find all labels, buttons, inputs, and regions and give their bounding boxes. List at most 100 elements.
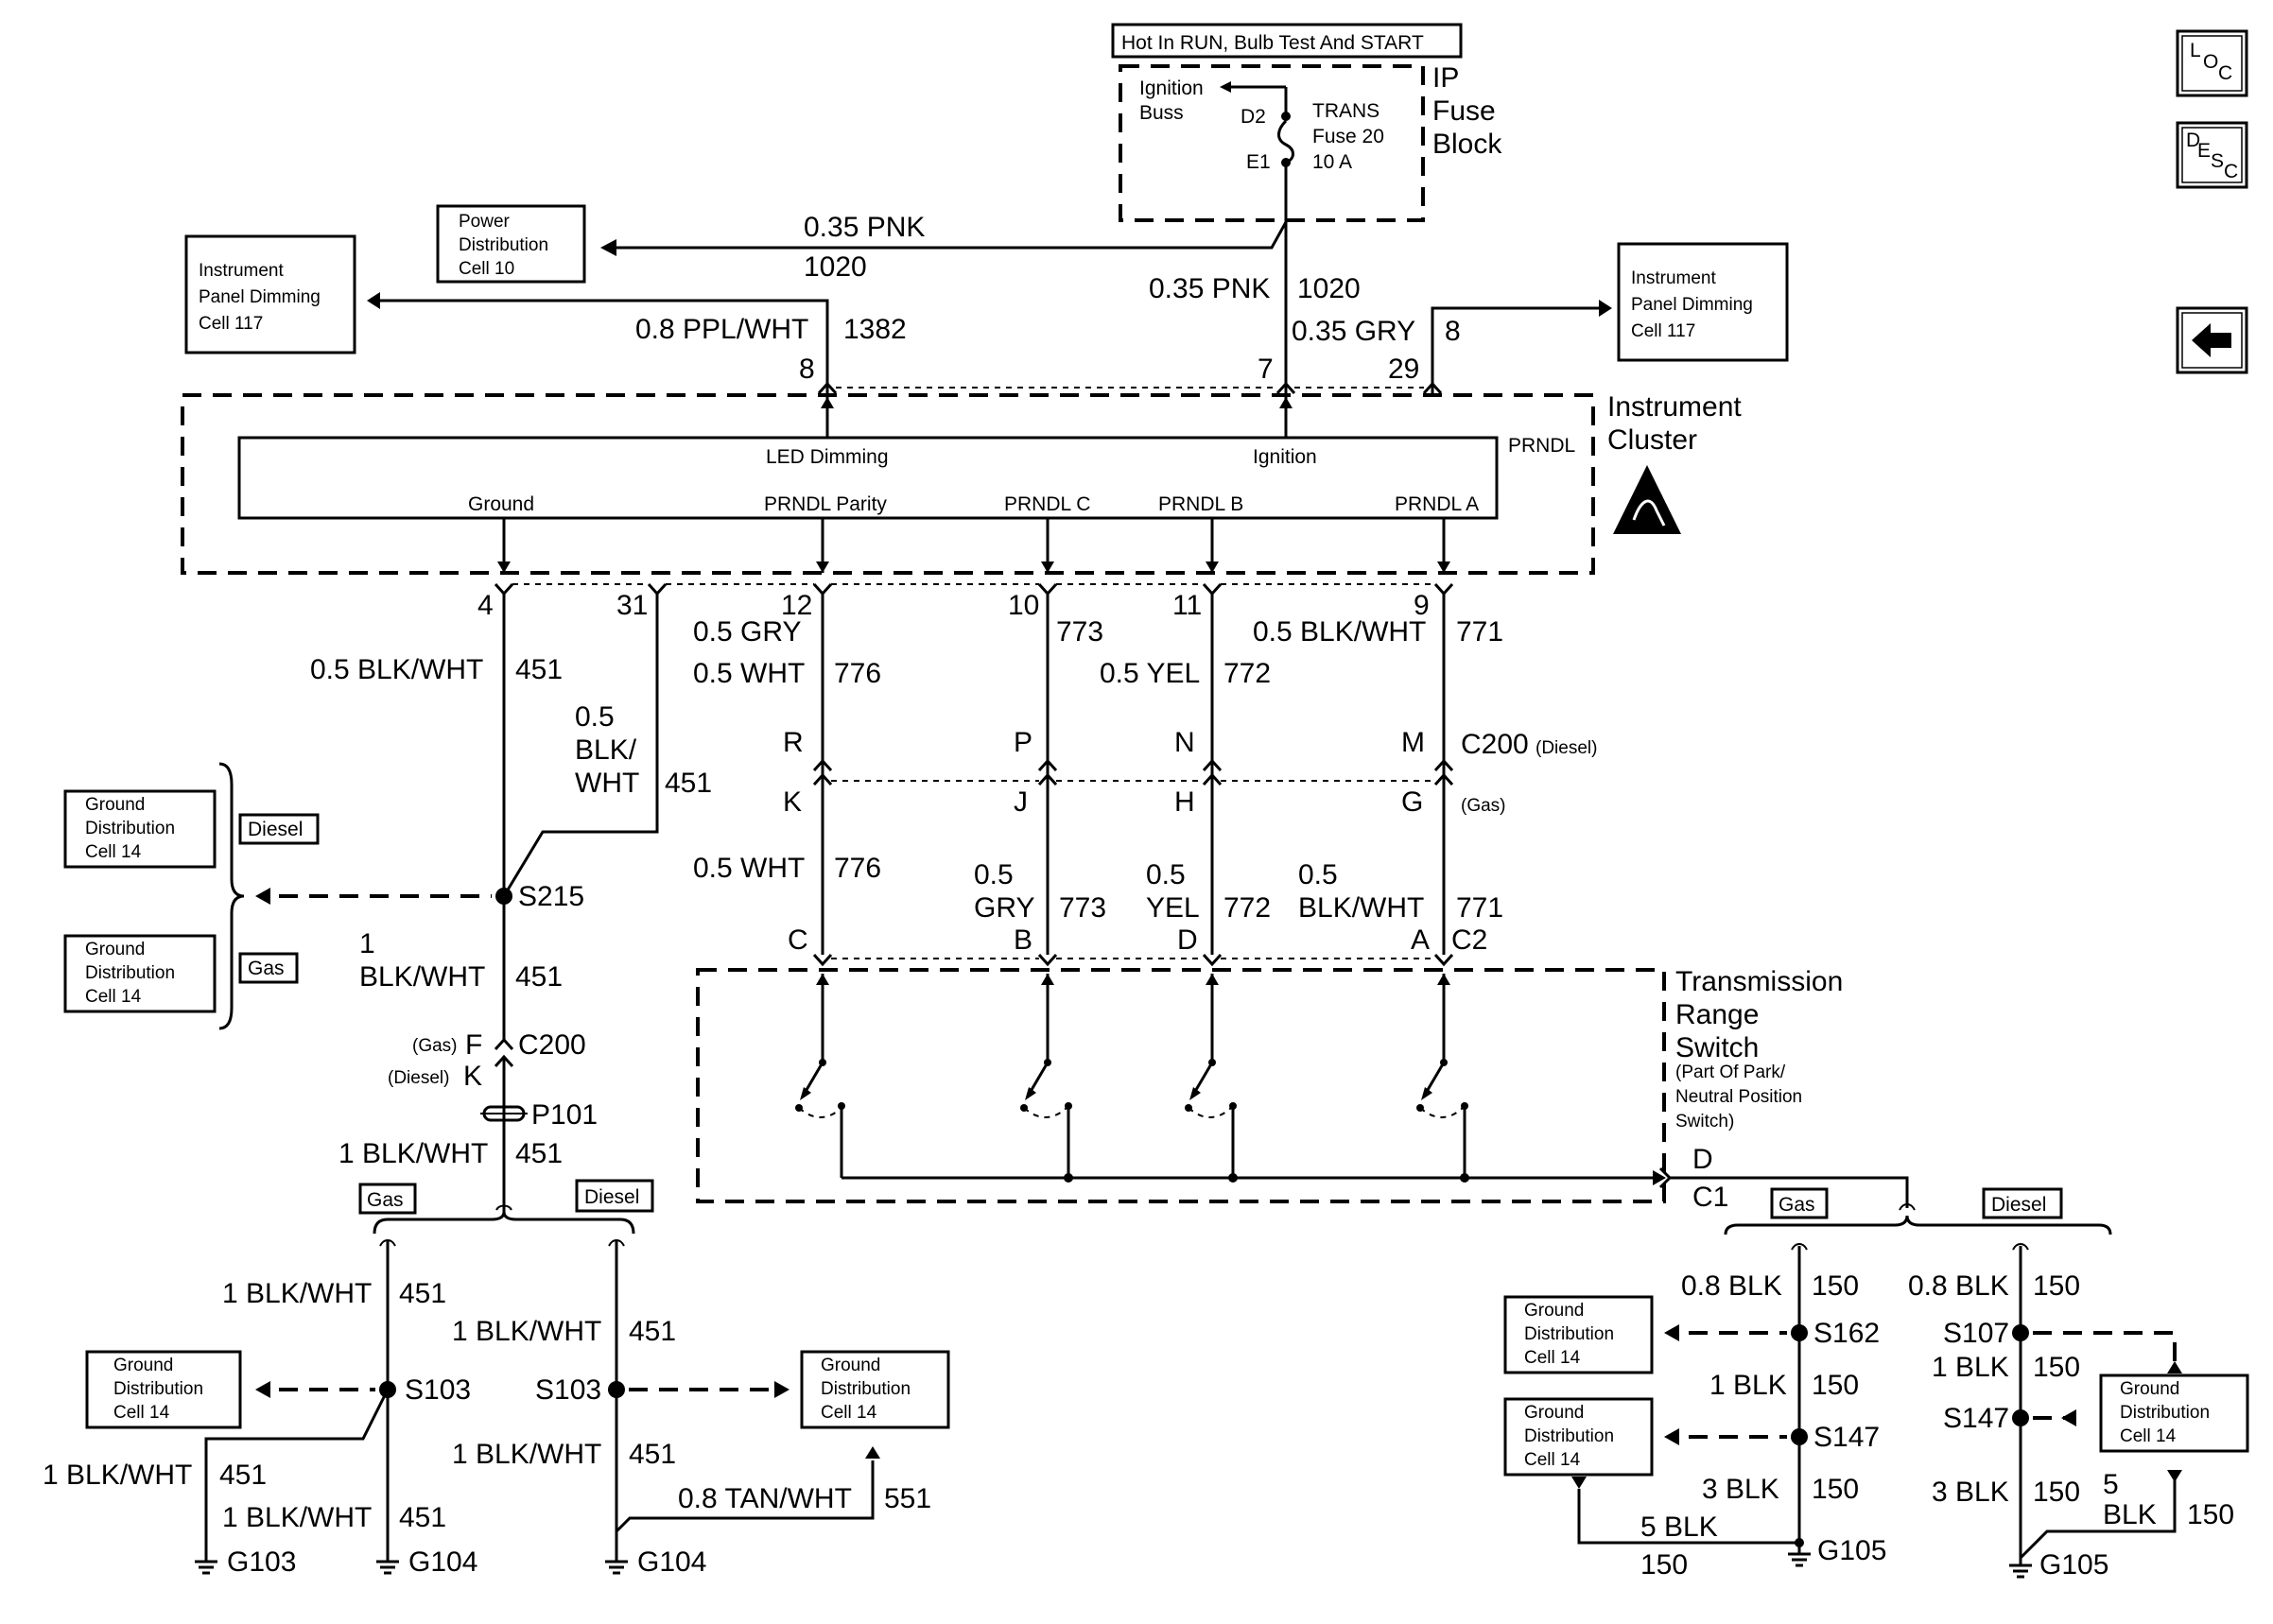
ref-ground-dist-s103-diesel[interactable] bbox=[800, 1350, 950, 1429]
fuse-block-title-3: Block bbox=[1432, 129, 1502, 160]
splice-s107-dot bbox=[2012, 1324, 2029, 1341]
pin-31-connector-icon bbox=[647, 582, 668, 596]
c200-gas-pin-h: H bbox=[1174, 786, 1195, 818]
ref-power-distribution-l1: Power bbox=[459, 212, 511, 232]
ref-ip-dimming-right-l2: Panel Dimming bbox=[1631, 295, 1753, 315]
pin-4-connector-icon bbox=[494, 582, 514, 596]
ref-ip-dimming-right-l3: Cell 117 bbox=[1631, 321, 1695, 341]
ref-ip-dimming-left[interactable] bbox=[184, 234, 356, 354]
s103-gas-ref-arrow-icon bbox=[255, 1381, 270, 1398]
cluster-pin-7: 7 bbox=[1258, 354, 1274, 385]
splice-s107: S107 bbox=[1943, 1318, 2009, 1349]
c200-gas-pin-g: G bbox=[1401, 786, 1423, 818]
wire-ppl-1382 bbox=[380, 299, 829, 395]
s147-gas-ref-arrow-icon bbox=[1664, 1428, 1679, 1445]
diesel-150-break bbox=[2012, 1243, 2029, 1251]
led-dimming-label: LED Dimming bbox=[766, 446, 889, 468]
wire-451-c-circuit: 451 bbox=[515, 961, 563, 993]
splice-s162: S162 bbox=[1813, 1318, 1880, 1349]
splice-s147-diesel-dot bbox=[2012, 1409, 2029, 1426]
bus-node-3 bbox=[1460, 1173, 1469, 1183]
ignition-buss-label-1: Ignition bbox=[1139, 78, 1204, 99]
wire-r-gas4-gauge: 5 BLK bbox=[1640, 1512, 1718, 1543]
fuse-block-title-1: IP bbox=[1432, 62, 1459, 94]
ref-ground-dist-s162[interactable] bbox=[1503, 1295, 1654, 1374]
wire-gry773-b-l2: GRY bbox=[974, 892, 1034, 924]
c2-pin-b: B bbox=[1014, 924, 1032, 956]
loc-button[interactable]: L O C bbox=[2176, 29, 2248, 97]
wire-451-b-l2: BLK/ bbox=[575, 734, 637, 766]
c2-connector-icons bbox=[812, 953, 1454, 967]
ground-g105-gas: G105 bbox=[1817, 1535, 1886, 1566]
wire-ppl-circuit: 1382 bbox=[843, 314, 907, 345]
fuse-name-3: 10 A bbox=[1312, 151, 1352, 173]
wire-r-dsl3-circuit: 150 bbox=[2033, 1477, 2080, 1508]
splice-s103-diesel-dot bbox=[608, 1381, 625, 1398]
wire-r-dsl1-gauge: 0.8 BLK bbox=[1908, 1270, 2009, 1302]
c200-diesel-pin-p: P bbox=[1014, 727, 1032, 758]
switch-out-arrow-icon bbox=[1653, 1170, 1666, 1185]
wire-yel772-b-l2: YEL bbox=[1146, 892, 1200, 924]
splice-s103-diesel: S103 bbox=[535, 1374, 601, 1406]
output-prndl-a-label: PRNDL A bbox=[1395, 493, 1479, 515]
ref-ground-dist-s103-diesel-l3: Cell 14 bbox=[821, 1403, 877, 1423]
desc-button[interactable]: D E S C bbox=[2176, 121, 2248, 189]
wire-gry773-b-circuit: 773 bbox=[1059, 892, 1106, 924]
wire-150-break bbox=[1899, 1203, 1916, 1211]
splice-s147-gas: S147 bbox=[1813, 1422, 1880, 1453]
ref-ground-dist-s147-diesel-l3: Cell 14 bbox=[2120, 1426, 2177, 1446]
splice-s215-dot bbox=[495, 888, 512, 905]
wire-gry-dim-gauge: 0.35 GRY bbox=[1292, 316, 1415, 347]
ref-ground-dist-s147-gas[interactable] bbox=[1503, 1397, 1654, 1477]
ref-ground-dist-diesel-l2: Distribution bbox=[85, 819, 175, 838]
buss-arrow-icon bbox=[1220, 81, 1231, 93]
wire-451-c-l1: 1 bbox=[359, 928, 375, 959]
ref-ground-dist-s103-gas[interactable] bbox=[85, 1350, 242, 1429]
s107-ref-arrow-icon bbox=[2167, 1361, 2182, 1373]
s107-ref-link bbox=[2033, 1331, 2177, 1366]
switch-title-2: Range bbox=[1675, 999, 1759, 1030]
ref-ground-dist-s147-diesel[interactable] bbox=[2099, 1373, 2249, 1453]
wire-blk771-b-l1: 0.5 bbox=[1298, 859, 1338, 890]
wire-451-pin31 bbox=[502, 594, 659, 897]
wire-blk771-a-gauge: 0.5 BLK/WHT bbox=[1253, 616, 1426, 648]
wire-yel772-a-circuit: 772 bbox=[1223, 658, 1271, 689]
c200-ground-name: C200 bbox=[518, 1029, 586, 1061]
ref-ip-dimming-right[interactable] bbox=[1617, 242, 1789, 362]
wire-wht776-a-circuit: 776 bbox=[834, 658, 881, 689]
wire-r-gas1-gauge: 0.8 BLK bbox=[1681, 1270, 1782, 1302]
gas-branch-break bbox=[379, 1239, 396, 1247]
wire-451-a-gauge: 0.5 BLK/WHT bbox=[310, 654, 483, 685]
wire-451-c-l2: BLK/WHT bbox=[359, 961, 485, 993]
wire-451-b-circuit: 451 bbox=[665, 768, 712, 799]
c200-ground-pin-f: F bbox=[465, 1029, 482, 1061]
ref-ground-dist-gas-l1: Ground bbox=[85, 940, 145, 959]
wire-r-dsl2-gauge: 1 BLK bbox=[1932, 1352, 2009, 1383]
wire-gry-dim-circuit: 8 bbox=[1445, 316, 1461, 347]
power-dist-arrow-icon bbox=[600, 239, 616, 256]
power-condition-label: Hot In RUN, Bulb Test And START bbox=[1121, 32, 1424, 54]
c200-main-connector-icons bbox=[812, 758, 1454, 786]
back-button[interactable] bbox=[2176, 306, 2248, 374]
ref-ground-dist-gas[interactable] bbox=[63, 934, 217, 1013]
ground-g104-diesel: G104 bbox=[637, 1546, 706, 1578]
c200-ground-gas-tag: (Gas) bbox=[412, 1036, 458, 1056]
ip-dimming-left-arrow-icon bbox=[367, 292, 380, 309]
ground-g105-diesel-icon bbox=[2009, 1558, 2032, 1579]
wire-gry773-b-l1: 0.5 bbox=[974, 859, 1014, 890]
ground-g105-gas-icon bbox=[1788, 1543, 1811, 1567]
splice-s147-gas-dot bbox=[1791, 1428, 1808, 1445]
switch-sub-3: Switch) bbox=[1675, 1112, 1734, 1132]
wire-yel772-b-l1: 0.5 bbox=[1146, 859, 1186, 890]
fuse-pin-d2-dot bbox=[1281, 112, 1291, 121]
ref-ground-dist-s162-l3: Cell 14 bbox=[1524, 1348, 1581, 1368]
s147-diesel-ref-arrow-icon bbox=[2061, 1409, 2076, 1426]
s215-ref-arrow-icon bbox=[255, 888, 270, 905]
prndl-b-out-arrow-icon bbox=[1206, 561, 1219, 573]
s103-diesel-ref-arrow-icon bbox=[774, 1381, 789, 1398]
prndl-module bbox=[237, 436, 1499, 520]
ref-ground-dist-diesel[interactable] bbox=[63, 789, 217, 869]
power-condition-box bbox=[1111, 23, 1463, 59]
ref-power-distribution[interactable] bbox=[436, 204, 586, 284]
diesel-branch-break bbox=[608, 1239, 625, 1247]
